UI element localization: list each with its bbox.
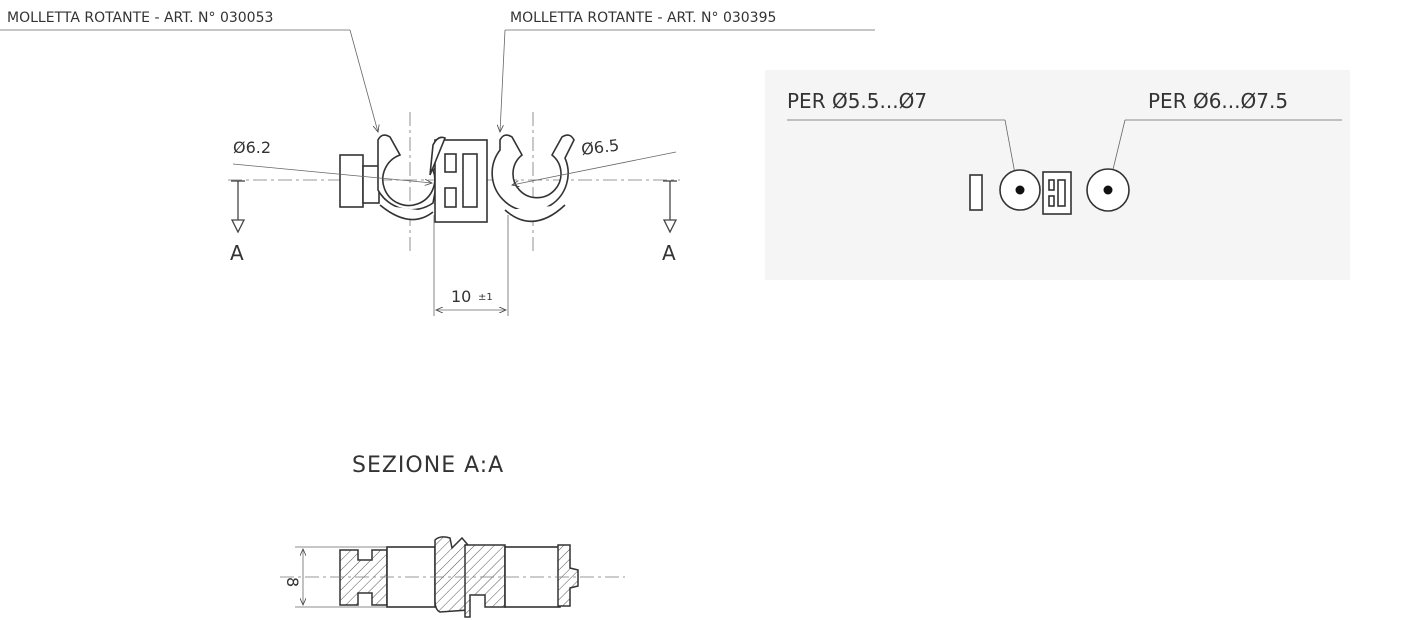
range-right-label: PER Ø6...Ø7.5 <box>1148 89 1288 113</box>
section-body-right <box>464 544 506 618</box>
distance-tolerance: ±1 <box>478 292 493 303</box>
knob-neck <box>362 165 380 204</box>
section-marker-left: A <box>230 180 246 265</box>
section-marker-right: A <box>662 180 678 265</box>
right-clip-rim <box>504 204 566 223</box>
dia-right-label: Ø6.5 <box>580 135 620 158</box>
clip-right-label: MOLLETTA ROTANTE - ART. N° 030395 <box>510 10 776 26</box>
preview-slot <box>1057 179 1066 207</box>
leader-arrow <box>349 29 378 132</box>
front-view: Ø6.2 Ø6.5 10 ±1 A A <box>228 112 680 316</box>
preview-body <box>1042 171 1072 215</box>
section-body-left <box>434 536 469 613</box>
section-marker-label: A <box>662 241 676 265</box>
section-end-cap <box>557 544 579 607</box>
range-preview: PER Ø5.5...Ø7 PER Ø6...Ø7.5 <box>787 89 1342 215</box>
dia-right-leader <box>512 151 677 185</box>
center-body-tab <box>429 136 447 176</box>
dia-left-leader <box>232 163 432 183</box>
knob-head <box>339 154 364 208</box>
dia-left-label: Ø6.2 <box>233 138 271 157</box>
clip-right-callout: MOLLETTA ROTANTE - ART. N° 030395 <box>500 10 875 132</box>
section-knob <box>339 549 388 606</box>
section-title: SEZIONE A:A <box>352 453 504 478</box>
body-slot <box>444 153 457 173</box>
left-clip-rim <box>379 204 434 221</box>
clip-left-callout: MOLLETTA ROTANTE - ART. N° 030053 <box>0 10 378 132</box>
preview-knob <box>969 174 983 211</box>
body-slot <box>462 153 478 208</box>
preview-right-center-dot <box>1103 185 1113 195</box>
clip-left-label: MOLLETTA ROTANTE - ART. N° 030053 <box>7 10 273 26</box>
range-left-label: PER Ø5.5...Ø7 <box>787 89 927 113</box>
arrow-down-icon <box>230 219 246 234</box>
preview-slot <box>1048 195 1055 207</box>
arrow-down-icon <box>662 219 678 234</box>
distance-value: 10 <box>451 287 471 306</box>
preview-left-center-dot <box>1015 185 1025 195</box>
leader-arrow <box>500 29 506 132</box>
section-view: 8 <box>280 536 625 618</box>
preview-slot <box>1048 179 1055 191</box>
right-clip <box>491 134 575 212</box>
body-slot <box>444 187 457 208</box>
section-marker-label: A <box>230 241 244 265</box>
section-height-value: 8 <box>283 577 302 587</box>
center-body <box>434 139 488 223</box>
